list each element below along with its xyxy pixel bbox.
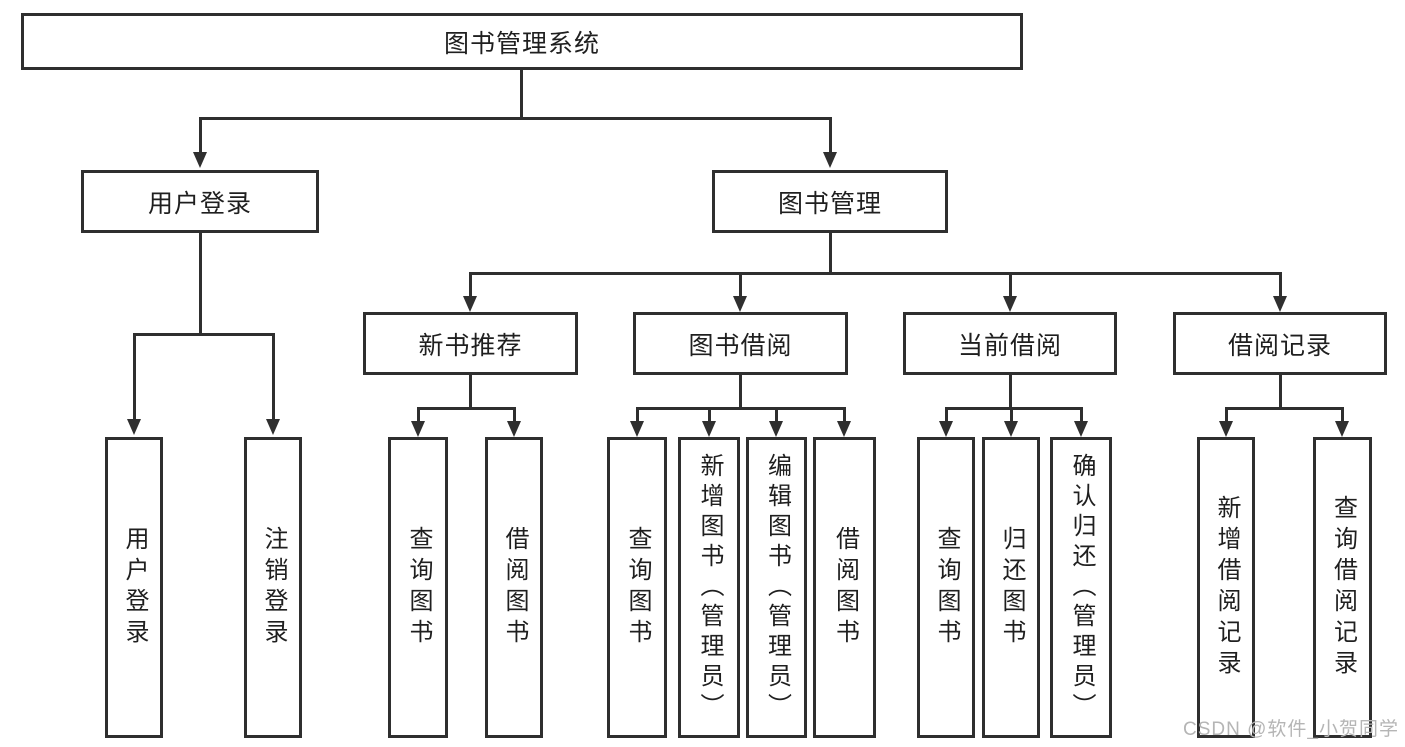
connector-line bbox=[199, 117, 202, 153]
connector-line bbox=[1341, 407, 1344, 423]
connector-line bbox=[272, 333, 275, 419]
arrowhead-down-icon bbox=[769, 421, 783, 437]
node-leaf-borrow-books-rec: 借阅图书 bbox=[485, 437, 543, 738]
node-leaf-query-borrow-record: 查询借阅记录 bbox=[1313, 437, 1372, 738]
arrowhead-down-icon bbox=[266, 419, 280, 435]
node-leaf-return-books: 归还图书 bbox=[982, 437, 1040, 738]
arrowhead-down-icon bbox=[1003, 296, 1017, 312]
node-label: 借阅图书 bbox=[501, 525, 528, 650]
connector-line bbox=[513, 407, 516, 423]
connector-line bbox=[829, 117, 832, 153]
node-new-book-recommendation: 新书推荐 bbox=[363, 312, 578, 375]
node-label: 确认归还（管理员） bbox=[1068, 452, 1095, 723]
arrowhead-down-icon bbox=[1074, 421, 1088, 437]
connector-line bbox=[469, 272, 472, 296]
node-book-management: 图书管理 bbox=[712, 170, 948, 233]
node-label: 新书推荐 bbox=[418, 331, 523, 360]
connector-line bbox=[1279, 375, 1282, 409]
connector-line bbox=[1225, 407, 1344, 410]
arrowhead-down-icon bbox=[837, 421, 851, 437]
node-leaf-query-books-bb: 查询图书 bbox=[607, 437, 667, 738]
node-leaf-add-borrow-record: 新增借阅记录 bbox=[1197, 437, 1255, 738]
arrowhead-down-icon bbox=[733, 296, 747, 312]
connector-line bbox=[945, 407, 1083, 410]
node-label: 查询借阅记录 bbox=[1329, 494, 1357, 681]
node-label: 归还图书 bbox=[998, 525, 1025, 650]
node-leaf-borrow-books-bb: 借阅图书 bbox=[813, 437, 876, 738]
arrowhead-down-icon bbox=[1004, 421, 1018, 437]
arrowhead-down-icon bbox=[127, 419, 141, 435]
arrowhead-down-icon bbox=[507, 421, 521, 437]
connector-line bbox=[1279, 272, 1282, 296]
connector-line bbox=[1010, 407, 1013, 423]
arrowhead-down-icon bbox=[1335, 421, 1349, 437]
node-label: 借阅图书 bbox=[831, 525, 859, 650]
node-label: 借阅记录 bbox=[1227, 331, 1332, 360]
node-label: 编辑图书（管理员） bbox=[763, 452, 791, 723]
arrowhead-down-icon bbox=[823, 152, 837, 168]
arrowhead-down-icon bbox=[1219, 421, 1233, 437]
connector-line bbox=[829, 233, 832, 272]
node-label: 查询图书 bbox=[624, 525, 651, 650]
connector-line bbox=[1009, 272, 1012, 296]
connector-line bbox=[739, 375, 742, 409]
connector-line bbox=[775, 407, 778, 423]
arrowhead-down-icon bbox=[193, 152, 207, 168]
connector-line bbox=[636, 407, 639, 423]
connector-line bbox=[469, 272, 1282, 275]
connector-line bbox=[469, 375, 472, 409]
node-leaf-edit-books-admin: 编辑图书（管理员） bbox=[746, 437, 807, 738]
node-leaf-add-books-admin: 新增图书（管理员） bbox=[678, 437, 740, 738]
node-label: 新增图书（管理员） bbox=[696, 452, 723, 723]
node-label: 图书管理系统 bbox=[443, 29, 600, 58]
node-label: 新增借阅记录 bbox=[1213, 494, 1240, 681]
node-label: 当前借阅 bbox=[957, 331, 1062, 360]
arrowhead-down-icon bbox=[463, 296, 477, 312]
connector-line bbox=[199, 117, 832, 120]
node-current-borrowing: 当前借阅 bbox=[903, 312, 1117, 375]
node-label: 用户登录 bbox=[121, 525, 148, 650]
node-leaf-logout: 注销登录 bbox=[244, 437, 302, 738]
connector-line bbox=[636, 407, 846, 410]
connector-line bbox=[199, 233, 202, 333]
connector-line bbox=[133, 333, 275, 336]
node-borrowing-records: 借阅记录 bbox=[1173, 312, 1387, 375]
node-leaf-query-books-rec: 查询图书 bbox=[388, 437, 448, 738]
arrowhead-down-icon bbox=[939, 421, 953, 437]
node-label: 查询图书 bbox=[933, 525, 960, 650]
node-label: 图书管理 bbox=[777, 189, 882, 218]
connector-line bbox=[520, 69, 523, 117]
node-leaf-query-books-cb: 查询图书 bbox=[917, 437, 975, 738]
node-user-login: 用户登录 bbox=[81, 170, 319, 233]
node-label: 用户登录 bbox=[147, 189, 252, 218]
connector-line bbox=[843, 407, 846, 423]
arrowhead-down-icon bbox=[1273, 296, 1287, 312]
node-label: 注销登录 bbox=[260, 525, 287, 650]
connector-line bbox=[1009, 375, 1012, 409]
connector-line bbox=[133, 333, 136, 419]
csdn-watermark: CSDN @软件_小贺同学 bbox=[1183, 719, 1399, 740]
connector-line bbox=[708, 407, 711, 423]
node-leaf-user-login: 用户登录 bbox=[105, 437, 163, 738]
arrowhead-down-icon bbox=[630, 421, 644, 437]
node-book-borrowing: 图书借阅 bbox=[633, 312, 848, 375]
node-label: 图书借阅 bbox=[688, 331, 793, 360]
connector-line bbox=[1080, 407, 1083, 423]
connector-line bbox=[417, 407, 516, 410]
node-library-management-system: 图书管理系统 bbox=[21, 13, 1023, 70]
connector-line bbox=[417, 407, 420, 423]
node-leaf-confirm-return-admin: 确认归还（管理员） bbox=[1050, 437, 1112, 738]
connector-line bbox=[945, 407, 948, 423]
arrowhead-down-icon bbox=[702, 421, 716, 437]
arrowhead-down-icon bbox=[411, 421, 425, 437]
connector-line bbox=[739, 272, 742, 296]
connector-line bbox=[1225, 407, 1228, 423]
node-label: 查询图书 bbox=[405, 525, 432, 650]
